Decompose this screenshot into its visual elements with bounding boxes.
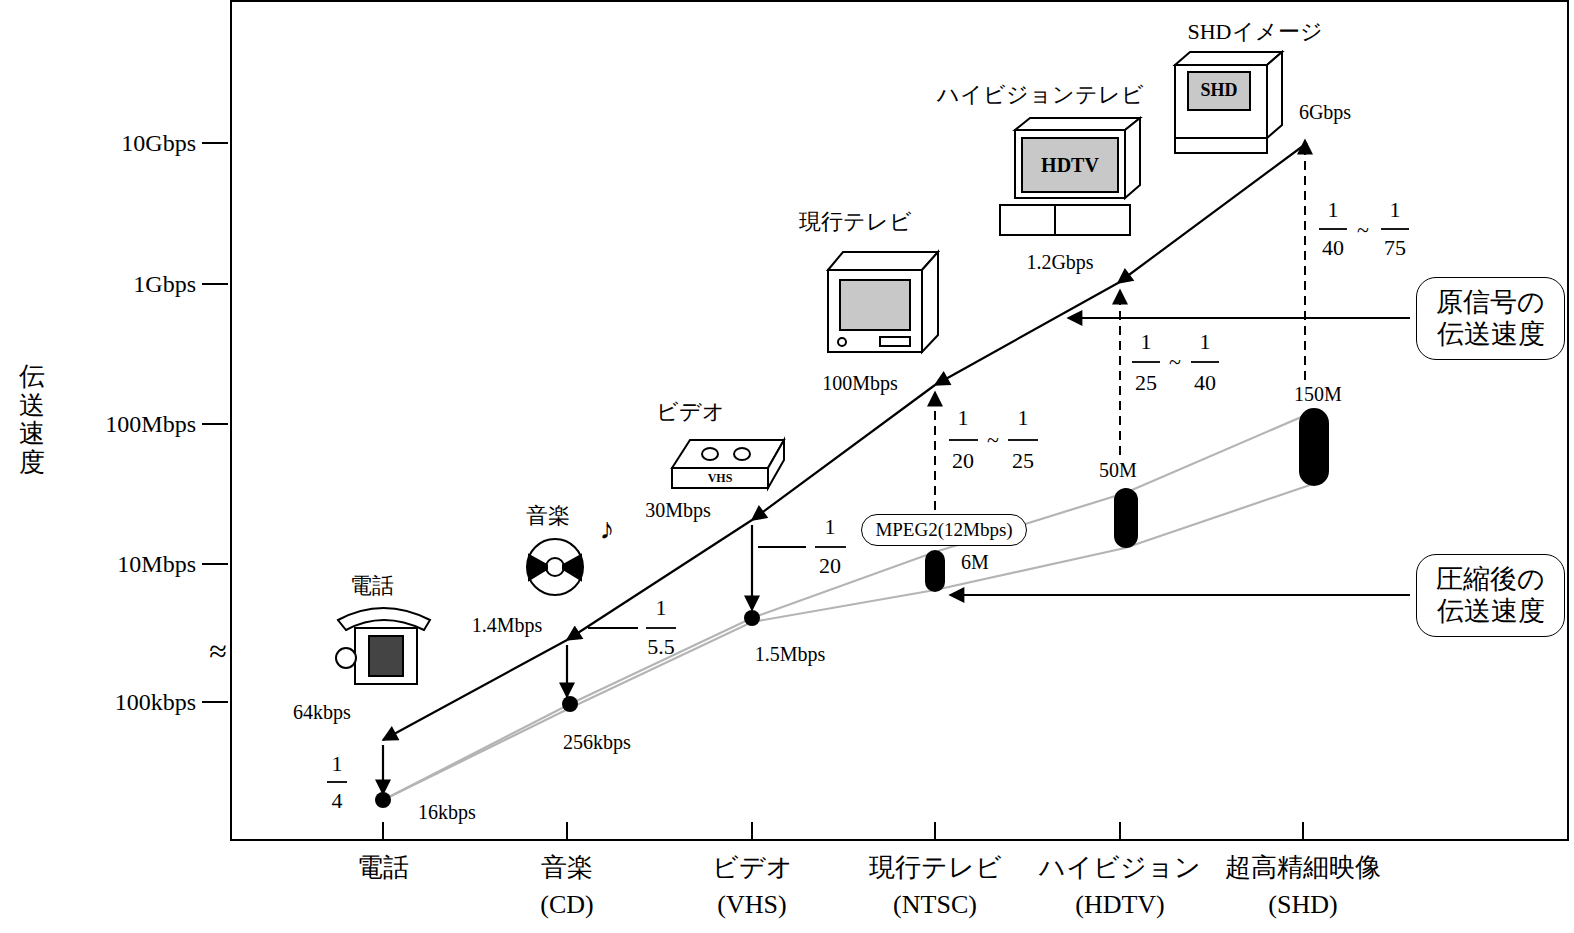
- category-label: (VHS): [717, 891, 786, 920]
- fraction-number: 1: [1328, 198, 1339, 222]
- original-trend: [383, 143, 1307, 740]
- icon-text: HDTV: [1041, 154, 1099, 176]
- category-label: 超高精細映像: [1225, 854, 1381, 883]
- format-box: MPEG2(12Mbps): [861, 514, 1027, 546]
- icon-title: 音楽: [526, 504, 570, 528]
- y-ticks: [202, 143, 228, 702]
- rate-label: 6M: [961, 551, 989, 573]
- icon-text: VHS: [708, 472, 733, 485]
- category-label: ビデオ: [712, 854, 793, 883]
- tilde: ~: [1169, 350, 1181, 374]
- box-text: 原信号の 伝送速度: [1432, 287, 1548, 349]
- fraction-number: 1: [825, 515, 836, 539]
- rate-label: 64kbps: [293, 701, 351, 723]
- fraction-number: 40: [1322, 236, 1344, 260]
- rate-label: 150M: [1294, 383, 1342, 405]
- note-symbol: ♪: [600, 512, 615, 545]
- cd-icon: [527, 539, 583, 595]
- tick-label: 100Mbps: [105, 411, 196, 437]
- box-text: 圧縮後の 伝送速度: [1432, 564, 1548, 626]
- fraction-number: 4: [332, 789, 343, 813]
- fraction-number: 1: [958, 406, 969, 430]
- callout-leader: [950, 318, 1410, 595]
- telephone-icon: [336, 608, 430, 684]
- box-text: MPEG2(12Mbps): [875, 519, 1012, 541]
- fraction-number: 75: [1384, 236, 1406, 260]
- tilde: ~: [1357, 218, 1369, 242]
- rate-label: 256kbps: [563, 731, 631, 753]
- rate-label: 1.4Mbps: [472, 614, 543, 636]
- category-label: 電話: [357, 854, 409, 883]
- fraction-number: 1: [1390, 198, 1401, 222]
- tick-label: 100kbps: [115, 689, 196, 715]
- compressed-trend: [383, 412, 1313, 800]
- callout-box: 原信号の 伝送速度: [1416, 277, 1565, 360]
- tick-label: 10Gbps: [121, 130, 196, 156]
- rate-label: 1.2Gbps: [1026, 251, 1093, 273]
- rate-label: 50M: [1099, 459, 1137, 481]
- icon-title: ハイビジョンテレビ: [937, 83, 1144, 107]
- hdtv-icon: [1000, 118, 1140, 235]
- rate-label: 100Mbps: [822, 372, 898, 394]
- axis-title: 伝送速度: [19, 363, 45, 477]
- tick-label: 1Gbps: [133, 271, 196, 297]
- shd-icon: [1175, 52, 1282, 153]
- compressed-point: [375, 408, 1329, 808]
- category-label: (SHD): [1268, 891, 1337, 920]
- category-label: (NTSC): [893, 891, 977, 920]
- tilde: ~: [987, 428, 999, 452]
- fraction-number: 25: [1012, 449, 1034, 473]
- rate-label: 16kbps: [418, 801, 476, 823]
- icon-title: 現行テレビ: [799, 210, 912, 234]
- fraction-number: 25: [1135, 371, 1157, 395]
- fraction-number: 20: [952, 449, 974, 473]
- fraction-number: 5.5: [647, 635, 675, 659]
- category-label: (HDTV): [1075, 891, 1165, 920]
- rate-label: 1.5Mbps: [755, 643, 826, 665]
- fraction-number: 1: [1200, 330, 1211, 354]
- icon-title: 電話: [350, 574, 394, 598]
- vhs-icon: [672, 440, 784, 488]
- fraction-number: 1: [332, 752, 343, 776]
- tv-icon: [828, 252, 938, 352]
- fraction-number: 1: [1018, 406, 1029, 430]
- fraction-number: 1: [656, 596, 667, 620]
- category-label: 現行テレビ: [869, 854, 1002, 883]
- plot-frame: [231, 1, 1568, 840]
- fraction-number: 20: [819, 554, 841, 578]
- icon-text: SHD: [1200, 81, 1237, 101]
- category-label: 音楽: [541, 854, 593, 883]
- rate-label: 30Mbps: [645, 499, 711, 521]
- compression-arrow: [383, 525, 752, 794]
- fraction-number: 1: [1141, 330, 1152, 354]
- fraction-bar: [327, 229, 1409, 782]
- x-ticks: [383, 822, 1303, 840]
- icon-title: SHDイメージ: [1187, 20, 1322, 44]
- icon-title: ビデオ: [656, 400, 725, 424]
- fraction-number: 40: [1194, 371, 1216, 395]
- callout-box: 圧縮後の 伝送速度: [1416, 554, 1565, 637]
- rate-label: 6Gbps: [1299, 101, 1351, 123]
- tick-label: 10Mbps: [117, 551, 196, 577]
- axis-break: ≈: [209, 634, 227, 669]
- category-label: (CD): [540, 891, 593, 920]
- category-label: ハイビジョン: [1039, 854, 1201, 883]
